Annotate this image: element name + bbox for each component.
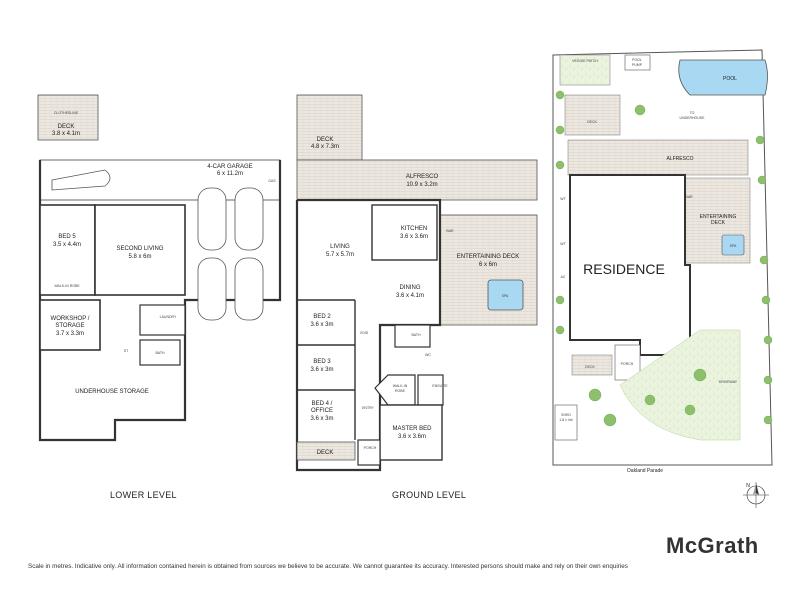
ensuite-label: ENSUITE <box>432 384 448 388</box>
bed5-dim: 3.5 x 4.4m <box>53 242 81 248</box>
master-bed-dim: 3.6 x 3.6m <box>398 434 426 440</box>
wc-label: WC <box>425 353 431 357</box>
master-bed-label: MASTER BED <box>392 426 432 432</box>
veggie-label: VEGGIE PATCH <box>572 59 598 63</box>
second-living-dim: 5.8 x 6m <box>128 254 151 260</box>
alfresco-dim: 10.9 x 3.2m <box>406 182 437 188</box>
site-bar-label: BAR <box>685 195 693 199</box>
bed5-label: BED 5 <box>58 234 76 240</box>
workshop-dim: 3.7 x 3.3m <box>56 331 84 337</box>
ground-bar-label: BAR <box>446 229 454 233</box>
ground-deck-dim: 4.8 x 7.3m <box>311 144 339 150</box>
driveway-label: DRIVEWAY <box>719 380 738 384</box>
lower-deck-label: DECK <box>58 124 75 130</box>
pool-pump-label: POOL <box>632 58 642 62</box>
void-label: VOID <box>360 331 369 335</box>
bed2-label: BED 2 <box>313 314 331 320</box>
site-pool-label: POOL <box>723 76 737 82</box>
kitchen-label: KITCHEN <box>401 226 427 232</box>
underhouse-label: UNDERHOUSE STORAGE <box>75 389 149 395</box>
bed4-dim: 3.6 x 3m <box>310 416 333 422</box>
porch-label: PORCH <box>364 446 377 450</box>
ground-level-plan: DECK 4.8 x 7.3m ALFRESCO 10.9 x 3.2m ENT… <box>295 94 538 472</box>
wt-label-1: WT <box>560 197 566 201</box>
clothesline-label: CLOTHESLINE <box>54 111 79 115</box>
kitchen-dim: 3.6 x 3.6m <box>400 234 428 240</box>
bed2-dim: 3.6 x 3m <box>310 322 333 328</box>
lower-level-title: LOWER LEVEL <box>110 490 177 500</box>
lower-deck-dim: 3.8 x 4.1m <box>52 131 80 137</box>
shed-dim: 1.8 x 4m <box>559 418 573 422</box>
to-underhouse-label: TO <box>690 111 695 115</box>
site-porch-label: PORCH <box>621 362 634 366</box>
to-underhouse-label-2: UNDERHOUSE <box>680 116 706 120</box>
brand-logo: McGrath <box>666 533 759 558</box>
north-label: N <box>746 483 750 489</box>
disclaimer-text: Scale in metres. Indicative only. All in… <box>28 563 628 570</box>
site-ent-deck-label: ENTERTAINING <box>700 214 737 220</box>
tree-icons <box>555 90 773 427</box>
bed4-label: BED 4 / <box>312 401 333 407</box>
wt-label-2: WT <box>560 242 566 246</box>
lower-walkin-label: WALK-IN ROBE <box>54 284 80 288</box>
bed4-label-2: OFFICE <box>311 408 333 414</box>
north-compass-icon <box>743 482 769 508</box>
ground-deck-label: DECK <box>317 137 334 143</box>
lower-deck <box>37 94 99 141</box>
shed-label: SHED <box>561 413 571 417</box>
dining-label: DINING <box>400 285 421 291</box>
walkin-label: WALK-IN <box>393 384 408 388</box>
living-dim: 5.7 x 5.7m <box>326 252 354 258</box>
laundry-label: LAUNDRY <box>160 315 177 319</box>
residence-label: RESIDENCE <box>583 261 665 277</box>
ground-bath-label: BATH <box>411 333 421 337</box>
site-pool <box>678 59 768 96</box>
ground-level-title: GROUND LEVEL <box>392 490 467 500</box>
ground-spa-label: SPA <box>502 294 509 298</box>
site-spa-label: SPA <box>730 244 737 248</box>
garage-label: 4-CAR GARAGE <box>207 164 252 170</box>
workshop-label-2: STORAGE <box>55 323 84 329</box>
walkin-label-2: ROBE <box>395 389 406 393</box>
site-deck-label: DECK <box>587 120 597 124</box>
pool-pump-label-2: PUMP <box>632 63 643 67</box>
site-deck2-label: DECK <box>585 365 595 369</box>
st-label: ST <box>124 349 129 353</box>
boat-icon <box>51 169 111 191</box>
ground-ent-deck-label: ENTERTAINING DECK <box>457 254 519 260</box>
second-living-label: SECOND LIVING <box>116 246 163 252</box>
site-alfresco-label: ALFRESCO <box>667 156 694 162</box>
living-label: LIVING <box>330 244 350 250</box>
lower-bath-label: BATH <box>155 351 165 355</box>
gas-label: GAS <box>268 179 276 183</box>
alfresco-label: ALFRESCO <box>406 174 439 180</box>
street-label: Oakland Parade <box>627 468 663 474</box>
site-plan: VEGGIE PATCH POOL PUMP POOL DECK TO UNDE… <box>552 49 773 508</box>
dining-dim: 3.6 x 4.1m <box>396 293 424 299</box>
site-ent-deck-label-2: DECK <box>711 220 726 226</box>
entry-label: ENTRY <box>362 406 374 410</box>
garage-dim: 6 x 11.2m <box>217 171 243 177</box>
car-icons <box>197 187 264 321</box>
bed3-label: BED 3 <box>313 359 331 365</box>
workshop-label: WORKSHOP / <box>51 316 90 322</box>
ground-spa <box>487 279 524 311</box>
ground-deck2-label: DECK <box>317 450 334 456</box>
ac-label-1: AC <box>561 275 566 279</box>
ground-ent-deck-dim: 6 x 6m <box>479 262 497 268</box>
lower-level-plan: DECK 3.8 x 4.1m CLOTHESLINE 4-CAR GARAGE… <box>37 94 282 442</box>
bed3-dim: 3.6 x 3m <box>310 367 333 373</box>
